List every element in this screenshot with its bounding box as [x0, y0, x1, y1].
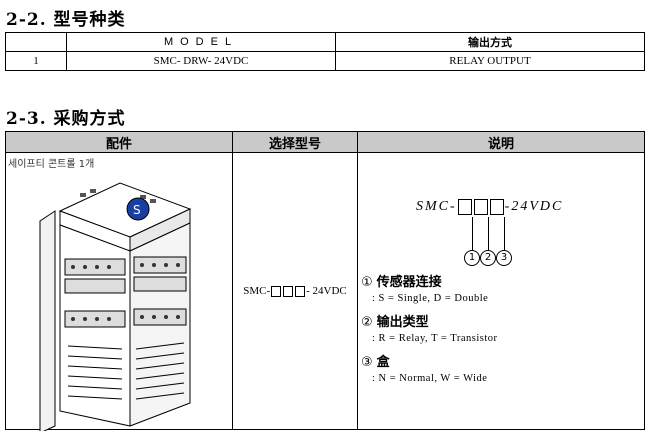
model-column-header: MODEL — [66, 32, 336, 52]
purchase-table: 配件 选择型号 说明 세이프티 콘트롤 1개 — [5, 131, 645, 431]
code-box-1 — [457, 199, 472, 215]
model-value: SMC- DRW- 24VDC — [66, 51, 336, 71]
part-cell: 세이프티 콘트롤 1개 S — [5, 152, 233, 431]
marker-1: 1 — [464, 250, 480, 266]
row-number: 1 — [5, 51, 67, 71]
select-box-1 — [271, 285, 282, 297]
select-model-prefix: SMC- — [243, 285, 271, 297]
select-box-3 — [295, 285, 306, 297]
marker-line-1 — [472, 217, 473, 250]
diagonal-header-cell — [5, 32, 67, 52]
option-1-desc: : S = Single, D = Double — [372, 293, 489, 304]
section-heading-purchase: 2-3. 采购方式 — [6, 109, 126, 129]
select-model-suffix: - 24VDC — [306, 285, 347, 297]
model-code-template: SMC- -24VDC — [416, 199, 563, 215]
code-box-3 — [489, 199, 504, 215]
table-row: 1 SMC- DRW- 24VDC RELAY OUTPUT — [5, 51, 645, 71]
select-cell: SMC- - 24VDC — [232, 152, 358, 430]
marker-2: 2 — [480, 250, 496, 266]
output-value: RELAY OUTPUT — [335, 51, 645, 71]
select-box-2 — [283, 285, 294, 297]
select-column-header: 选择型号 — [232, 131, 358, 153]
code-suffix: -24VDC — [504, 199, 564, 215]
model-table: MODEL 输出方式 1 SMC- DRW- 24VDC RELAY OUTPU… — [5, 32, 645, 71]
code-box-2 — [473, 199, 488, 215]
marker-line-2 — [488, 217, 489, 250]
option-2-desc: : R = Relay, T = Transistor — [372, 333, 498, 344]
option-3-desc: : N = Normal, W = Wide — [372, 373, 488, 384]
output-column-header: 输出方式 — [335, 32, 645, 52]
desc-column-header: 说明 — [357, 131, 645, 153]
code-prefix: SMC- — [416, 199, 457, 215]
svg-text:S: S — [133, 203, 141, 217]
marker-3: 3 — [496, 250, 512, 266]
section-heading-model-types: 2-2. 型号种类 — [6, 10, 126, 30]
marker-line-3 — [504, 217, 505, 250]
controller-device-image: S — [39, 182, 192, 431]
part-column-header: 配件 — [5, 131, 233, 153]
part-note: 세이프티 콘트롤 1개 — [8, 159, 95, 170]
